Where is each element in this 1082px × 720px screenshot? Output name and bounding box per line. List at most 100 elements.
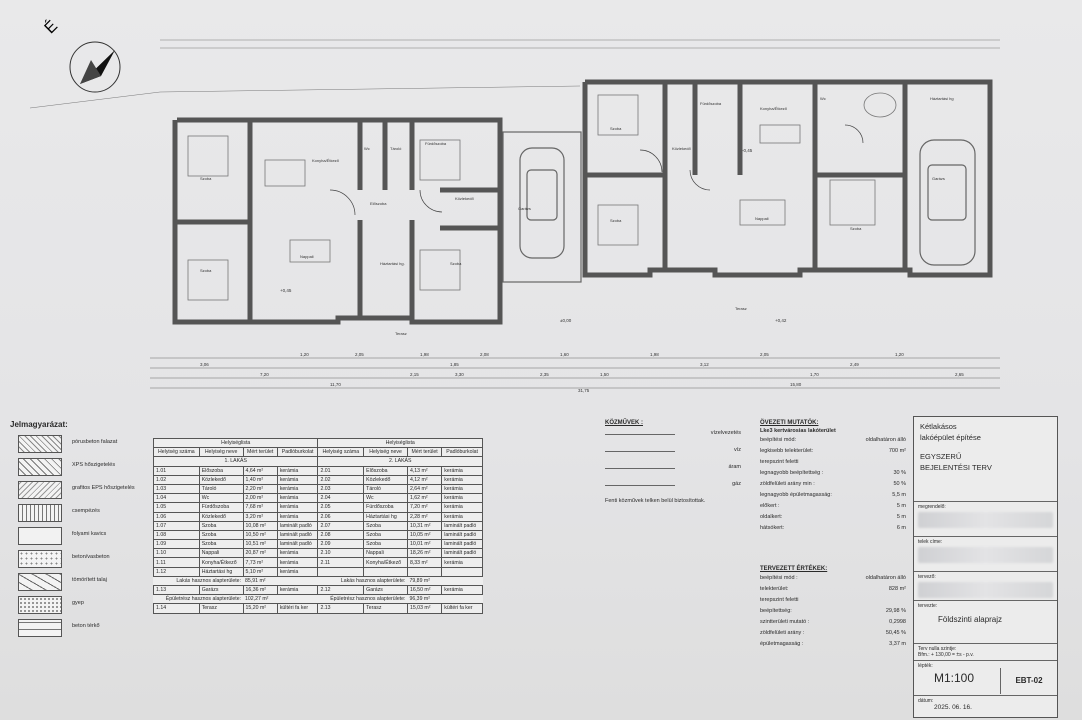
legend-label: tömörített talaj — [72, 577, 107, 583]
table-row: Épületrész hasznos alapterülete: 102,27 … — [153, 594, 483, 605]
utility-row: víz — [605, 443, 745, 460]
kv-value: 6 m — [896, 525, 906, 531]
cell: 10,05 m² — [406, 529, 443, 541]
plan-type: EGYSZERŰ — [920, 452, 962, 461]
hatch-swatch — [18, 527, 62, 545]
cell: laminált padló — [441, 529, 483, 541]
cell: 10,51 m² — [242, 539, 278, 550]
cell: kerámia — [276, 511, 319, 522]
cell: 4,64 m² — [242, 465, 278, 476]
cell: Háztartási hg — [363, 511, 408, 522]
cell: 2.06 — [317, 511, 365, 522]
sum-value: 85,91 m² — [243, 575, 278, 587]
room-tag: Terasz — [735, 306, 747, 311]
zero-label: Terv nulla szintje: — [918, 646, 957, 652]
dim: 1,60 — [560, 352, 569, 357]
dim: 2,15 — [410, 372, 419, 377]
legend-label: folyami kavics — [72, 531, 107, 537]
room-tag: Konyha/Étkező — [312, 158, 340, 163]
kv-key: hátsókert: — [760, 525, 785, 531]
kv-key: beépítettség: — [760, 608, 792, 614]
cell: Fürdőszoba — [363, 502, 408, 513]
cell: kültéri fa ker — [441, 603, 483, 614]
cell: 1.07 — [153, 520, 200, 531]
project-name: lakóépület építése — [920, 433, 981, 442]
cell: kerámia — [276, 493, 319, 504]
cell — [441, 566, 483, 577]
cell: kerámia — [276, 548, 319, 559]
legend-item: beton/vasbeton — [10, 550, 150, 573]
kv-key: legnagyobb beépítettség : — [760, 470, 824, 476]
kv-row: hátsókert: 6 m — [760, 525, 910, 536]
top-dimension-lines — [29, 39, 1000, 109]
dim: 31,75 — [578, 388, 590, 393]
level-mark: +0,42 — [775, 318, 787, 323]
dim: 15,80 — [790, 382, 802, 387]
cell: 8,33 m² — [406, 557, 443, 568]
room-tag: Szoba — [850, 226, 862, 231]
dim: 3,30 — [455, 372, 464, 377]
dim: 3,06 — [200, 362, 209, 367]
table-row: Lakás hasznos alapterülete: 85,91 m² Lak… — [153, 575, 483, 587]
room-tags: Szoba Szoba Nappali Konyha/Étkező Wc Für… — [200, 96, 954, 336]
sum-label: Lakás hasznos alapterülete: — [317, 575, 408, 587]
north-arrow-icon: É — [40, 16, 121, 93]
bottom-dimension-lines — [150, 357, 1000, 389]
cell: 2.07 — [317, 520, 365, 531]
client-cell: megrendelő: — [914, 502, 1057, 537]
north-label: É — [40, 16, 61, 37]
hatch-swatch — [18, 435, 62, 453]
col-header: Helyiség száma — [153, 447, 200, 458]
cell: 2,20 m² — [242, 483, 278, 495]
col-header: Padlóburkolat — [441, 447, 483, 458]
hatch-swatch — [18, 550, 62, 568]
redacted-block — [918, 547, 1053, 563]
dim: 1,20 — [895, 352, 904, 357]
cell: kerámia — [276, 483, 319, 495]
hatch-swatch — [18, 481, 62, 499]
sheet-title: Földszinti alaprajz — [938, 615, 1003, 624]
apartment-title: 2. LAKÁS — [317, 456, 483, 467]
hatch-swatch — [18, 573, 62, 591]
kv-row: beépítési mód :oldalhatáron álló — [760, 575, 910, 586]
dim: 7,20 — [260, 372, 269, 377]
cell: 3,20 m² — [242, 511, 278, 522]
legend-item: grafitos EPS hőszigetelés — [10, 481, 150, 504]
dim: 1,70 — [810, 372, 819, 377]
col-header: Mért terület — [242, 447, 278, 458]
cell: 16,50 m² — [406, 584, 443, 596]
level-mark: ±0,00 — [560, 318, 572, 323]
kv-key: legkisebb telekterület: — [760, 448, 814, 454]
legend-item: gyep — [10, 596, 150, 619]
room-tag: Szoba — [450, 261, 462, 266]
utility-row: gáz — [605, 477, 745, 494]
cell: 1,40 m² — [242, 474, 278, 485]
cell: laminált padló — [276, 529, 319, 541]
cell: Nappali — [198, 548, 244, 559]
hatch-swatch — [18, 619, 62, 637]
cell: 1.02 — [153, 474, 200, 485]
project-name: Kétlakásos — [920, 422, 957, 431]
level-mark: +0,45 — [280, 288, 292, 293]
table-group-title: Helyiséglista — [152, 437, 319, 449]
utilities-title: KÖZMŰVEK : — [605, 420, 643, 426]
dimension-values: 1,20 2,05 1,98 2,08 1,60 1,98 2,05 1,20 … — [200, 352, 964, 393]
cell: 10,50 m² — [242, 529, 278, 541]
client-label: megrendelő: — [918, 504, 946, 510]
designer-label: tervező: — [918, 574, 936, 580]
kv-row: legkisebb telekterület:700 m² — [760, 448, 910, 459]
utilities-note: Fenti közművek telken belül biztosította… — [605, 498, 706, 504]
site-label: telek címe: — [918, 539, 943, 545]
cell: Garázs — [363, 584, 408, 596]
kv-key: terepszint feletti — [760, 459, 799, 465]
sum-label: Épületrész hasznos alapterülete: — [153, 594, 244, 605]
level-marks: +0,45 ±0,00 +0,42 -0,45 — [280, 148, 787, 323]
utility-label: gáz — [732, 481, 741, 487]
cell: Szoba — [198, 539, 244, 550]
room-tag: Szoba — [610, 218, 622, 223]
room-tag: Wc — [364, 146, 370, 151]
